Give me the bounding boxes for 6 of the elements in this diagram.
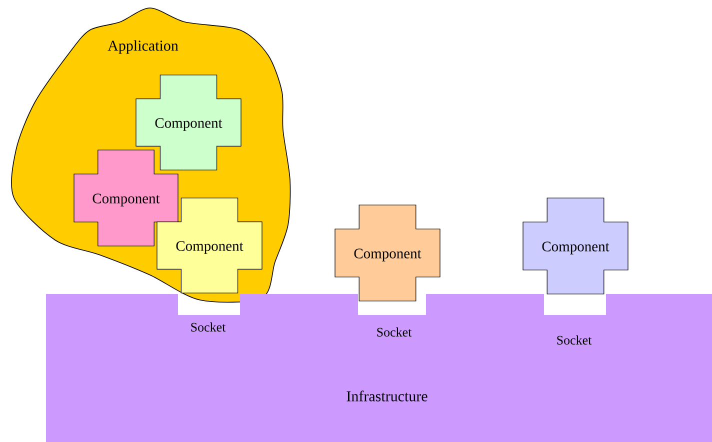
component-cross: Component [136,74,242,170]
socket-label: Socket [191,322,226,332]
socket-label: Socket [557,335,592,345]
component-cross: Component [334,204,440,302]
socket-label: Socket [377,327,412,337]
component-cross: Component [522,198,628,294]
